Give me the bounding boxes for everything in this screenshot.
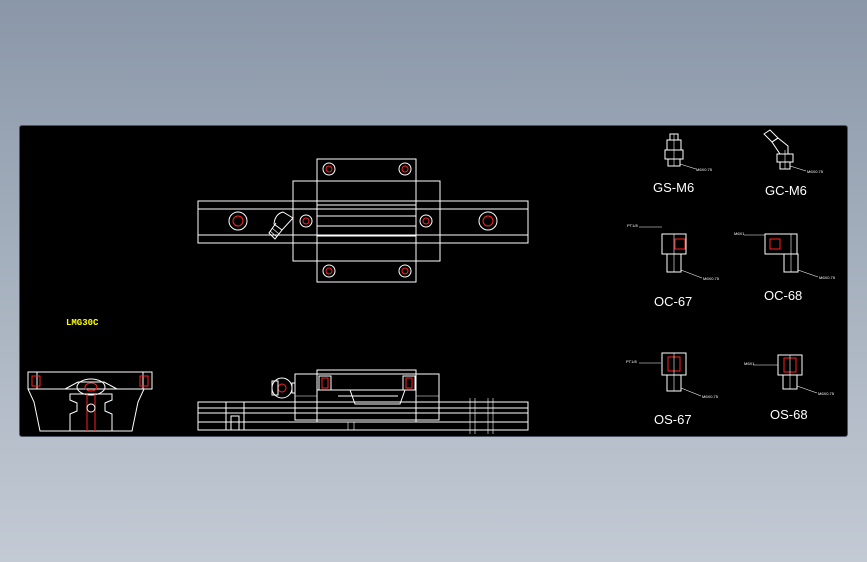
oc-67-dim: M6X0.75 — [703, 276, 720, 281]
fitting-os-67: PT1/8 M6X0.75 OS-67 — [626, 352, 719, 427]
os-68-label: OS-68 — [770, 407, 808, 422]
os-67-label: OS-67 — [654, 412, 692, 427]
os-67-dim: M6X0.75 — [702, 394, 719, 399]
oc-67-label: OC-67 — [654, 294, 692, 309]
oc-67-dim-top: PT1/8 — [627, 223, 638, 228]
fitting-os-68: M6X1 M6X0.75 OS-68 — [744, 354, 835, 422]
cad-drawing: LMG30C M6X0.75 GS-M6 M6X0.75 GC-M6 PT1/8… — [27, 129, 836, 434]
fitting-gc-m6: M6X0.75 GC-M6 — [763, 129, 824, 198]
rail-top-view — [197, 200, 529, 244]
end-section-view — [27, 371, 153, 432]
fitting-oc-68: M6X1 M6X0.75 OC-68 — [734, 231, 836, 303]
oc-68-dim: M6X0.75 — [819, 275, 836, 280]
block-body-top-view — [292, 158, 441, 283]
os-68-dim: M6X0.75 — [818, 391, 835, 396]
gc-m6-dim: M6X0.75 — [807, 169, 824, 174]
fitting-oc-67: PT1/8 M6X0.75 OC-67 — [627, 223, 720, 309]
model-label: LMG30C — [66, 318, 99, 328]
os-68-dim-top: M6X1 — [744, 361, 755, 366]
top-view — [197, 158, 529, 283]
rail-side-view — [197, 398, 529, 434]
cad-model-viewport[interactable]: LMG30C M6X0.75 GS-M6 M6X0.75 GC-M6 PT1/8… — [20, 126, 847, 436]
block-side-view — [294, 369, 440, 430]
grease-nipple-side-view — [271, 377, 296, 399]
grease-nipple-top-view — [268, 211, 294, 240]
os-67-dim-top: PT1/8 — [626, 359, 637, 364]
gc-m6-label: GC-M6 — [765, 183, 807, 198]
fitting-gs-m6: M6X0.75 GS-M6 — [653, 133, 713, 195]
oc-68-label: OC-68 — [764, 288, 802, 303]
oc-68-dim-top: M6X1 — [734, 231, 745, 236]
gs-m6-label: GS-M6 — [653, 180, 694, 195]
gs-m6-dim: M6X0.75 — [696, 167, 713, 172]
side-view — [197, 369, 529, 434]
